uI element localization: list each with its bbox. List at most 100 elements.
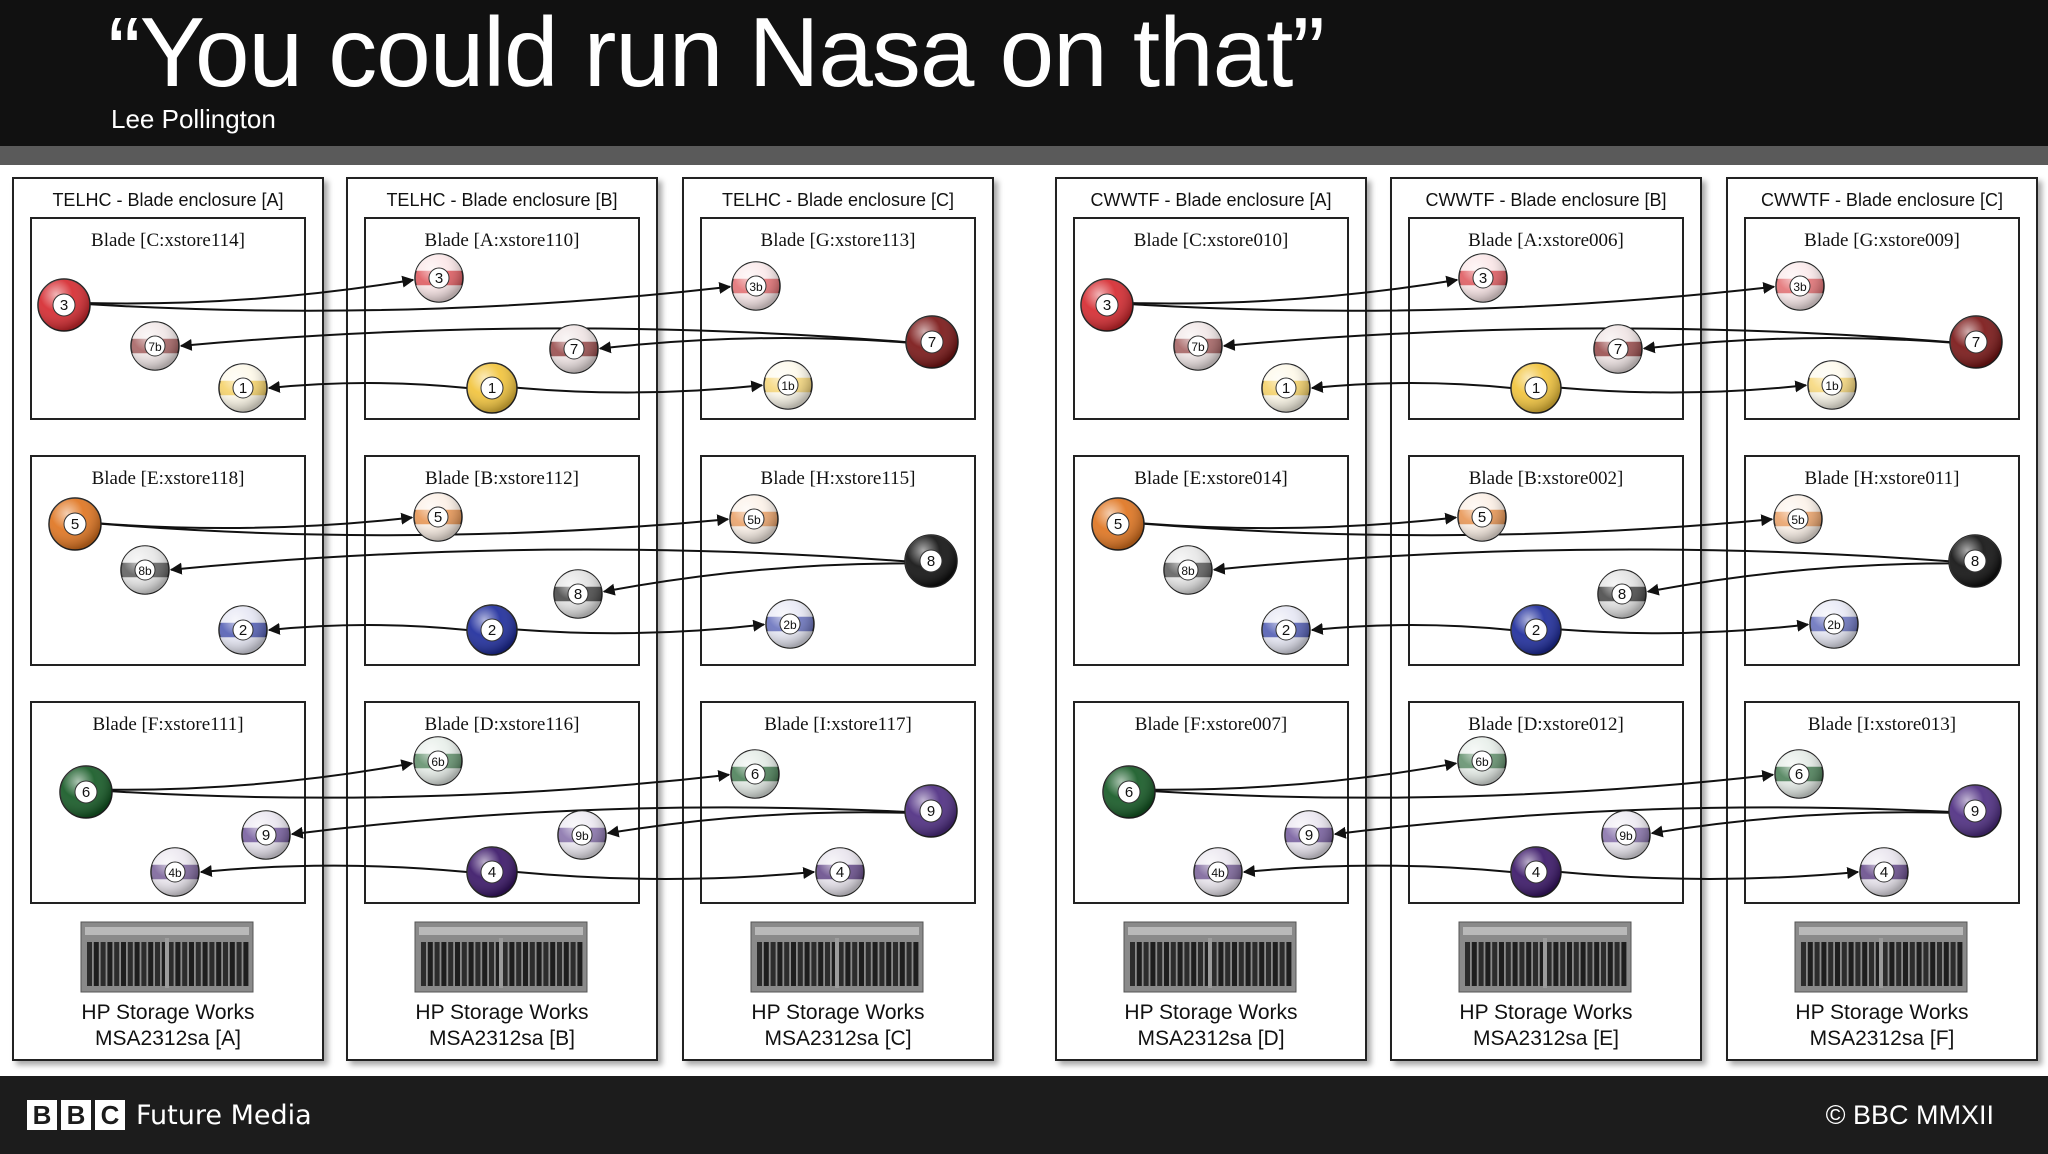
drive-bay bbox=[818, 942, 824, 986]
drive-bay bbox=[1594, 942, 1600, 986]
drive-bay bbox=[1218, 942, 1224, 986]
drive-bay bbox=[189, 942, 194, 986]
drive-bay bbox=[899, 942, 905, 986]
ball-number-disc bbox=[744, 763, 766, 785]
drive-bay bbox=[1136, 942, 1142, 986]
blade-title: Blade [G:xstore113] bbox=[761, 230, 916, 251]
drive-bay bbox=[1930, 942, 1936, 986]
drive-bay bbox=[1821, 942, 1827, 986]
ball-number-disc bbox=[563, 338, 585, 360]
replication-arrow bbox=[290, 806, 906, 839]
ball-number-disc bbox=[1964, 330, 1988, 354]
replication-arrow bbox=[1310, 622, 1512, 635]
replication-arrow bbox=[606, 811, 906, 838]
replication-arrow bbox=[1333, 806, 1950, 839]
replication-arrow bbox=[602, 562, 906, 596]
drive-bay bbox=[1533, 942, 1538, 986]
blade-title: Blade [D:xstore116] bbox=[425, 714, 580, 735]
drive-bay bbox=[482, 942, 488, 986]
drive-bay bbox=[1492, 942, 1498, 986]
replication-arrow bbox=[1212, 548, 1950, 575]
replication-arrow bbox=[1132, 281, 1776, 312]
ball-number-disc bbox=[428, 267, 450, 289]
replication-arrow bbox=[169, 548, 906, 575]
drive-bay bbox=[195, 942, 201, 986]
drive-bay bbox=[1889, 942, 1895, 986]
drive-bay bbox=[1164, 942, 1169, 986]
shard-ball: 3b bbox=[1775, 261, 1825, 311]
drive-bay bbox=[1143, 942, 1149, 986]
shard-ball: 6 bbox=[59, 765, 113, 819]
ball-number-disc bbox=[1615, 824, 1637, 846]
drive-bay bbox=[1855, 942, 1861, 986]
shard-ball: 3b bbox=[731, 261, 781, 311]
footer-bar bbox=[0, 1076, 2048, 1154]
ball-label: 1 bbox=[239, 380, 247, 397]
drive-bay bbox=[168, 942, 174, 986]
ball-number-disc bbox=[1106, 512, 1130, 536]
storage-label-line1: HP Storage Works bbox=[1124, 1001, 1297, 1024]
replication-arrow bbox=[1132, 275, 1459, 305]
ball-label: 1 bbox=[1532, 380, 1540, 397]
ball-label: 6 bbox=[1795, 766, 1803, 783]
drive-bay bbox=[1614, 942, 1620, 986]
storage-label-line2: MSA2312sa [A] bbox=[95, 1027, 241, 1050]
shard-ball: 3 bbox=[414, 253, 464, 303]
storage-divider bbox=[1543, 938, 1547, 988]
ball-label: 4 bbox=[1532, 864, 1540, 881]
blade-title: Blade [G:xstore009] bbox=[1804, 230, 1960, 251]
storage-top-rail bbox=[1463, 927, 1627, 935]
ball-number-disc bbox=[52, 293, 76, 317]
ball-number-disc bbox=[232, 377, 254, 399]
drive-bay bbox=[455, 942, 460, 986]
copyright-text: © BBC MMXII bbox=[1825, 1100, 1994, 1130]
ball-label: 8 bbox=[574, 586, 582, 603]
drive-bay bbox=[1875, 942, 1881, 986]
shard-ball: 4 bbox=[1510, 846, 1562, 898]
ball-label: 2 bbox=[1282, 622, 1290, 639]
drive-bay bbox=[1191, 942, 1197, 986]
ball-label: 3 bbox=[1103, 297, 1111, 314]
drive-bay bbox=[1814, 942, 1820, 986]
drive-bay bbox=[1184, 942, 1190, 986]
drive-bay bbox=[1170, 942, 1176, 986]
ball-label: 3 bbox=[60, 297, 68, 314]
replication-arrow bbox=[1222, 327, 1951, 351]
drive-bay bbox=[1279, 942, 1285, 986]
drive-bay bbox=[1485, 942, 1491, 986]
drive-bay bbox=[107, 942, 113, 986]
blade-title: Blade [I:xstore117] bbox=[764, 714, 912, 735]
ball-number-disc bbox=[480, 376, 504, 400]
drive-bay bbox=[475, 942, 481, 986]
shard-ball: 4 bbox=[1859, 847, 1909, 897]
drive-bay bbox=[838, 942, 844, 986]
replication-arrow bbox=[1646, 562, 1950, 596]
storage-label-line1: HP Storage Works bbox=[415, 1001, 588, 1024]
ball-label: 7 bbox=[928, 334, 936, 351]
enclosure-title: CWWTF - Blade enclosure [A] bbox=[1090, 190, 1331, 210]
ball-label: 5 bbox=[71, 516, 79, 533]
ball-number-disc bbox=[427, 750, 449, 772]
ball-number-disc bbox=[63, 512, 87, 536]
blade-title: Blade [C:xstore010] bbox=[1134, 230, 1289, 251]
ball-label: 6 bbox=[751, 766, 759, 783]
ball-number-disc bbox=[1471, 750, 1493, 772]
blade-enclosure: TELHC - Blade enclosure [C]Blade [G:xsto… bbox=[682, 177, 994, 1061]
shard-ball: 9 bbox=[1284, 810, 1334, 860]
ball-number-disc bbox=[144, 335, 166, 357]
slide-title: “You could run Nasa on that” bbox=[108, 0, 1325, 107]
drive-bay bbox=[1943, 942, 1949, 986]
blade-frame bbox=[1744, 455, 2020, 666]
ball-number-disc bbox=[1788, 763, 1810, 785]
drive-bay bbox=[1519, 942, 1525, 986]
shard-ball: 9b bbox=[557, 810, 607, 860]
shard-ball: 5b bbox=[729, 494, 779, 544]
ball-label: 7 bbox=[1614, 341, 1622, 358]
drive-bay bbox=[434, 942, 440, 986]
drive-bay bbox=[797, 942, 803, 986]
drive-bay bbox=[1150, 942, 1156, 986]
ball-label: 4 bbox=[488, 864, 496, 881]
blade-title: Blade [A:xstore110] bbox=[425, 230, 580, 251]
ball-label: 1b bbox=[781, 379, 795, 393]
ball-label: 5 bbox=[1478, 509, 1486, 526]
